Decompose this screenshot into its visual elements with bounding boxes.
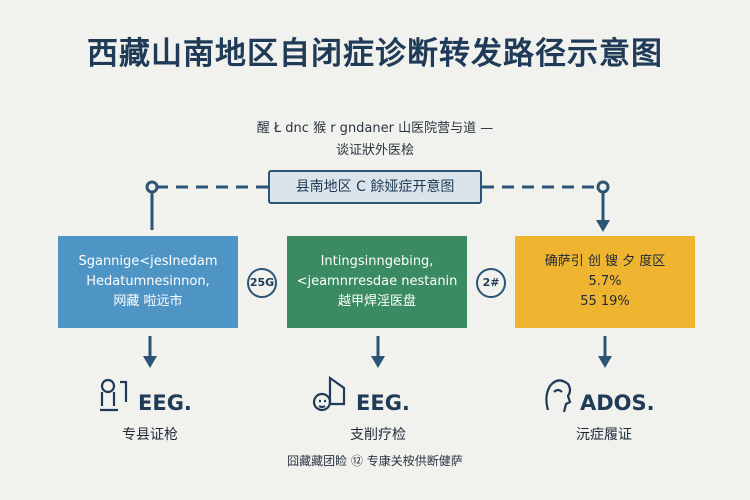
stage-box-2: Intingsinngebing, <jeamnrresdae nestanin… [287,236,467,328]
tool-name-1: EEG. [138,391,192,415]
arrow-head-1 [143,356,157,368]
stage-box-1-line-2: Hedatumnesinnon, [86,274,210,289]
subtitle: 醒 Ł dnc 猴 r gndaner 山医院营与道 — 谈证狀外医桧 [0,118,750,162]
stage-box-1-line-3: 网藏 啦远市 [113,294,183,309]
connector-node-right [596,180,610,194]
arrow-head-right [596,220,610,232]
tool-name-3: ADOS. [580,391,655,415]
stage-box-3-line-3: 55 19% [580,294,630,309]
badge-2: 2# [476,268,506,298]
arrow-head-3 [598,356,612,368]
arrow-head-2 [371,356,385,368]
subtitle-line-1: 醒 Ł dnc 猴 r gndaner 山医院营与道 — [256,121,494,136]
tool-label-1: 专县证枪 [122,427,178,443]
tool-label-2: 支削疗检 [350,427,406,443]
center-box: 县南地区 C 餘娅症开意图 [268,170,482,204]
stage-box-1-line-1: Sgannige<jesInedam [78,254,218,269]
connector-node-left [145,180,159,194]
profile-head-icon [545,379,572,413]
stage-box-2-line-1: Intingsinngebing, [320,254,434,269]
tool-name-2: EEG. [356,391,410,415]
stage-box-3-line-2: 5.7% [588,274,622,289]
subtitle-line-2: 谈证狀外医桧 [335,143,414,158]
house-face-icon [312,375,346,412]
stage-box-3: 确萨引 创 锼 夕 度区 5.7% 55 19% [515,236,695,328]
person-head-icon [100,378,128,412]
badge-1: 25G [247,268,277,298]
footer-note: 囧藏藏团睑 ⑫ 专康关桉供断健萨 [287,454,463,468]
stage-box-2-line-3: 越甲焊淫医盘 [337,294,416,309]
stage-box-2-line-2: <jeamnrresdae nestanin [296,274,458,289]
diagram-title: 西藏山南地区自闭症诊断转发路径示意图 [87,36,663,72]
stage-box-3-line-1: 确萨引 创 锼 夕 度区 [544,254,666,269]
stage-box-1: Sgannige<jesInedam Hedatumnesinnon, 网藏 啦… [58,236,238,328]
tool-label-3: 沅症履证 [576,427,632,443]
